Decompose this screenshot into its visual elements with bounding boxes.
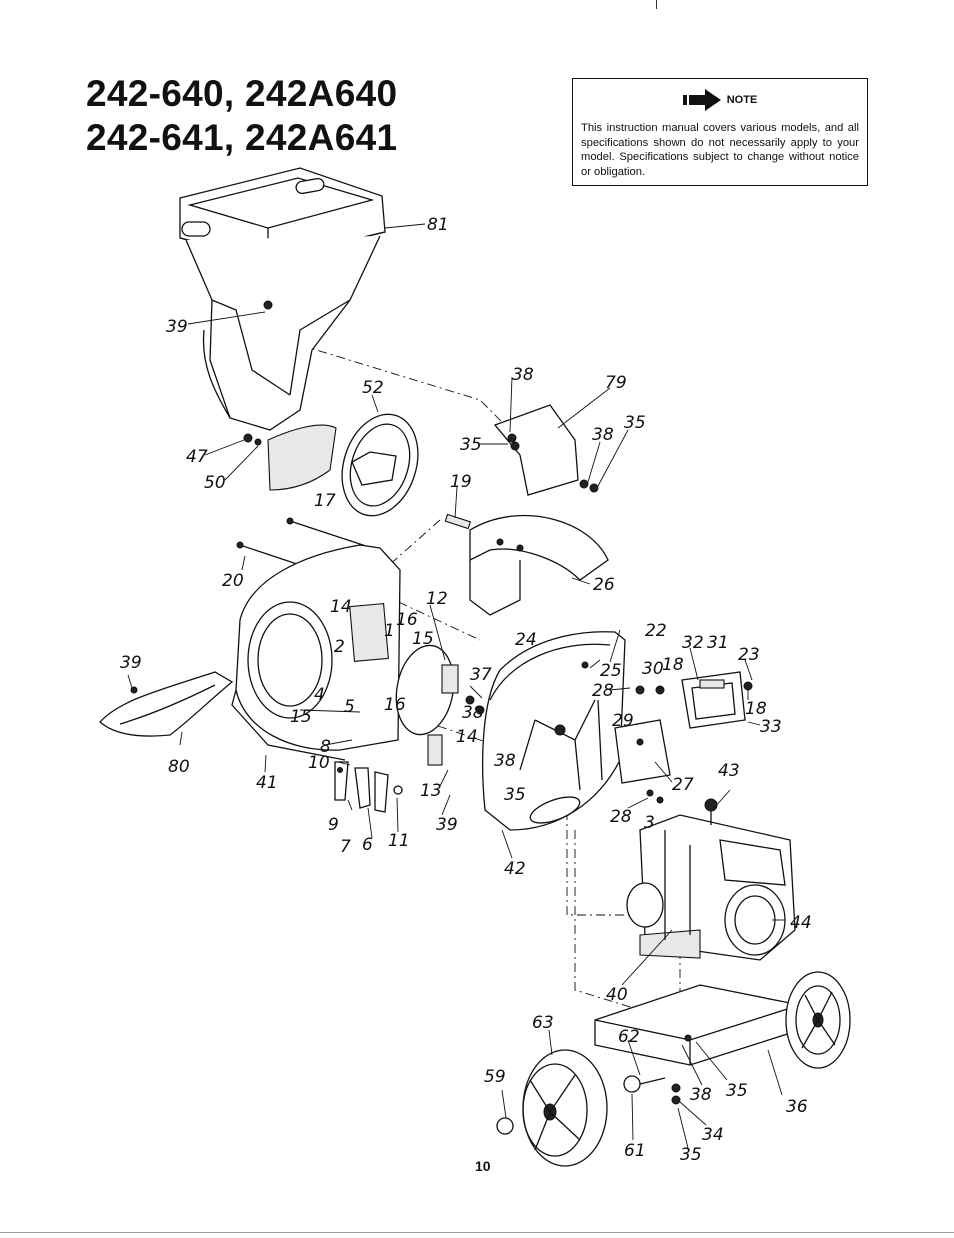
callout-12: 12 xyxy=(426,589,448,609)
note-box: NOTE This instruction manual covers vari… xyxy=(572,78,868,186)
callout-14-upper: 14 xyxy=(330,597,352,617)
callout-39-chute: 39 xyxy=(120,653,142,673)
engine-part-44 xyxy=(626,798,796,961)
top-tick-mark xyxy=(656,0,657,9)
callout-43: 43 xyxy=(718,761,740,781)
callout-28-lower: 28 xyxy=(610,807,632,827)
callout-35-housing: 35 xyxy=(504,785,526,805)
title-line-1: 242-640, 242A640 xyxy=(86,73,398,114)
chute-part-80 xyxy=(99,671,234,737)
callouts: 81 39 52 47 50 17 38 79 35 38 35 19 26 2… xyxy=(120,215,812,1165)
callout-27: 27 xyxy=(672,775,694,795)
rear-wheel xyxy=(785,971,851,1069)
callout-31: 31 xyxy=(707,633,729,653)
callout-42: 42 xyxy=(504,859,526,879)
cover-part-26 xyxy=(469,514,609,616)
callout-5: 5 xyxy=(344,697,355,717)
wheel-part-63 xyxy=(496,1049,608,1167)
callout-22: 22 xyxy=(645,621,667,641)
callout-38-axle: 38 xyxy=(690,1085,712,1105)
callout-38-right: 38 xyxy=(592,425,614,445)
callout-39-hopper: 39 xyxy=(166,317,188,337)
note-label: NOTE xyxy=(726,94,758,106)
screen-plate-part-52 xyxy=(341,413,419,517)
arrow-right-icon xyxy=(682,89,721,111)
callout-20: 20 xyxy=(222,571,244,591)
callout-23: 23 xyxy=(738,645,760,665)
callout-29: 29 xyxy=(612,711,634,731)
callout-62: 62 xyxy=(618,1027,640,1047)
plate-part-27 xyxy=(614,719,671,804)
title-line-2: 242-641, 242A641 xyxy=(86,117,398,158)
callout-25: 25 xyxy=(600,661,622,681)
callout-24: 24 xyxy=(515,630,537,650)
callout-16-lower: 16 xyxy=(384,695,406,715)
bracket-part-79 xyxy=(493,404,599,496)
callout-8: 8 xyxy=(320,737,331,757)
page-number: 10 xyxy=(475,1158,491,1174)
callout-50: 50 xyxy=(204,473,226,493)
callout-37: 37 xyxy=(470,665,492,685)
callout-14-lower: 14 xyxy=(456,727,478,747)
axle-hardware xyxy=(623,1075,681,1105)
callout-35-axle: 35 xyxy=(726,1081,748,1101)
callout-28-upper: 28 xyxy=(592,681,614,701)
callout-35-right: 35 xyxy=(624,413,646,433)
callout-34: 34 xyxy=(702,1125,724,1145)
callout-6: 6 xyxy=(362,835,373,855)
callout-40: 40 xyxy=(606,985,628,1005)
note-text: This instruction manual covers various m… xyxy=(581,122,859,178)
callout-9: 9 xyxy=(328,815,339,835)
callout-47: 47 xyxy=(186,447,208,467)
callout-10: 10 xyxy=(308,753,330,773)
callout-63: 63 xyxy=(532,1013,554,1033)
bottom-rule xyxy=(0,1232,954,1233)
note-header: NOTE xyxy=(581,89,859,111)
callout-33: 33 xyxy=(760,717,782,737)
callout-32: 32 xyxy=(682,633,704,653)
callout-38-housing: 38 xyxy=(494,751,516,771)
impeller-disc xyxy=(349,603,485,766)
callout-38-bracket: 38 xyxy=(512,365,534,385)
page-title: 242-640, 242A640 242-641, 242A641 xyxy=(86,72,397,160)
callout-15-lower: 15 xyxy=(290,707,312,727)
callout-80: 80 xyxy=(168,757,190,777)
hopper-part-81 xyxy=(179,167,386,491)
callout-17: 17 xyxy=(314,491,336,511)
callout-81: 81 xyxy=(427,215,449,235)
callout-15-upper: 15 xyxy=(412,629,434,649)
callout-38-impeller: 38 xyxy=(462,703,484,723)
callout-30: 30 xyxy=(642,659,664,679)
callout-4: 4 xyxy=(314,685,325,705)
callout-3: 3 xyxy=(644,813,655,833)
leader-lines xyxy=(127,223,785,1149)
housing-part-42 xyxy=(481,631,626,831)
callout-59: 59 xyxy=(484,1067,506,1087)
callout-36: 36 xyxy=(786,1097,808,1117)
callout-52: 52 xyxy=(362,378,384,398)
blade-parts xyxy=(334,761,403,813)
callout-41: 41 xyxy=(256,773,278,793)
callout-18-lower: 18 xyxy=(745,699,767,719)
handle-part-31 xyxy=(635,671,753,729)
callout-19: 19 xyxy=(450,472,472,492)
callout-16-upper: 16 xyxy=(396,610,418,630)
callout-1: 1 xyxy=(384,621,395,641)
callout-79: 79 xyxy=(605,373,627,393)
callout-61: 61 xyxy=(624,1141,646,1161)
callout-26: 26 xyxy=(593,575,615,595)
rods-parts-17-20-19 xyxy=(236,513,472,566)
callout-44: 44 xyxy=(790,913,812,933)
callout-35-bracket: 35 xyxy=(460,435,482,455)
callout-2: 2 xyxy=(334,637,345,657)
callout-39-housing: 39 xyxy=(436,815,458,835)
callout-18-upper: 18 xyxy=(662,655,684,675)
callout-7: 7 xyxy=(340,837,351,857)
callout-11: 11 xyxy=(388,831,410,851)
callout-35-bottom: 35 xyxy=(680,1145,702,1165)
callout-13: 13 xyxy=(420,781,442,801)
housing-part-41 xyxy=(231,544,401,761)
base-frame-part-36 xyxy=(594,984,801,1066)
